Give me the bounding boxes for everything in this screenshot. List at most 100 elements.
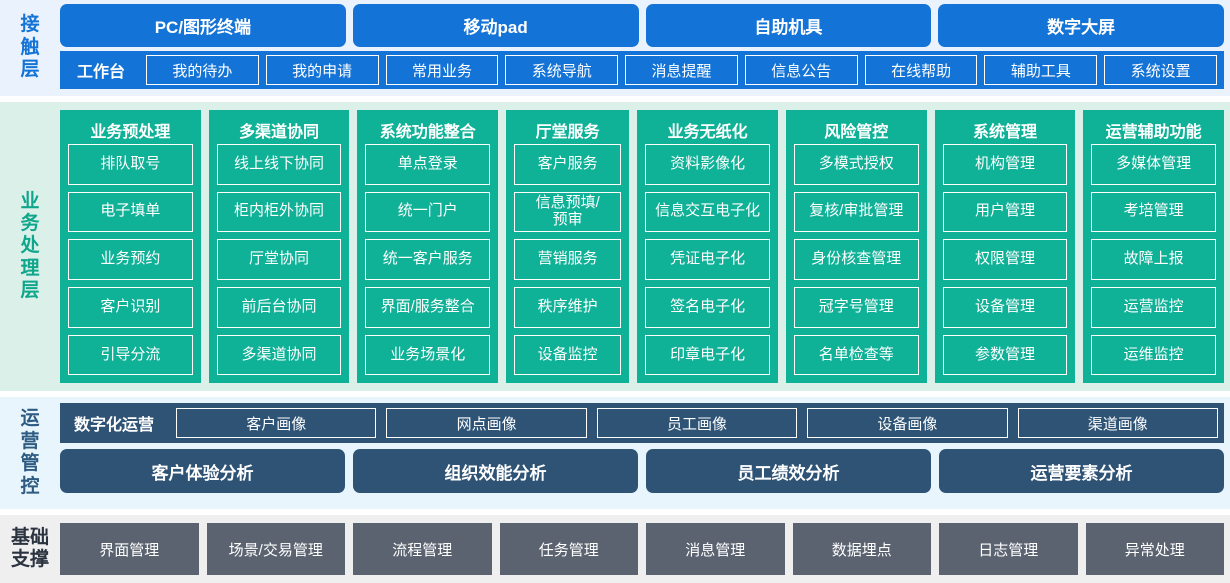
channel-pc[interactable]: PC/图形终端 [60, 4, 346, 47]
biz-item-signature-electronic[interactable]: 签名电子化 [645, 286, 770, 328]
channel-digital-screen[interactable]: 数字大屏 [938, 4, 1224, 47]
operations-layer-label-cell: 运营管控 [0, 403, 60, 503]
biz-item-unified-portal[interactable]: 统一门户 [365, 191, 491, 233]
biz-item-multimedia-management[interactable]: 多媒体管理 [1091, 143, 1217, 185]
biz-item-organization-management[interactable]: 机构管理 [942, 143, 1068, 185]
foundation-ui-management[interactable]: 界面管理 [60, 523, 199, 575]
biz-item-front-back-collaboration[interactable]: 前后台协同 [216, 286, 342, 328]
portrait-channel[interactable]: 渠道画像 [1017, 408, 1218, 439]
business-column-items: 单点登录 统一门户 统一客户服务 界面/服务整合 业务场景化 [365, 143, 491, 376]
biz-item-seal-electronic[interactable]: 印章电子化 [645, 334, 770, 376]
biz-item-identity-verification-management[interactable]: 身份核查管理 [793, 239, 919, 280]
biz-item-operation-monitoring[interactable]: 运营监控 [1091, 286, 1217, 328]
biz-item-single-sign-on[interactable]: 单点登录 [365, 143, 491, 185]
operations-layer: 运营管控 数字化运营 客户画像 网点画像 员工画像 设备画像 渠道画像 客户体验… [0, 397, 1230, 510]
analysis-customer-experience[interactable]: 客户体验分析 [60, 449, 345, 494]
biz-item-training-management[interactable]: 考培管理 [1091, 191, 1217, 233]
business-column-items: 客户服务 信息预填/ 预审 营销服务 秩序维护 设备监控 [514, 143, 622, 376]
business-layer: 业务处理层 业务预处理 排队取号 电子填单 业务预约 客户识别 引导分流 多渠道… [0, 101, 1230, 392]
biz-item-online-offline-collaboration[interactable]: 线上线下协同 [216, 143, 342, 185]
business-column-system-management: 系统管理 机构管理 用户管理 权限管理 设备管理 参数管理 [934, 109, 1076, 384]
chip-message-reminder[interactable]: 消息提醒 [625, 55, 738, 85]
foundation-scenario-transaction-management[interactable]: 场景/交易管理 [206, 523, 345, 575]
business-column-paperless: 业务无纸化 资料影像化 信息交互电子化 凭证电子化 签名电子化 印章电子化 [637, 109, 778, 384]
analysis-operation-factors[interactable]: 运营要素分析 [939, 449, 1224, 494]
operations-layer-body: 数字化运营 客户画像 网点画像 员工画像 设备画像 渠道画像 客户体验分析 组织… [60, 403, 1224, 503]
biz-item-lobby-collaboration[interactable]: 厅堂协同 [216, 239, 342, 280]
biz-item-customer-identification[interactable]: 客户识别 [68, 286, 193, 328]
biz-item-equipment-management[interactable]: 设备管理 [942, 286, 1068, 328]
foundation-layer-body: 界面管理 场景/交易管理 流程管理 任务管理 消息管理 数据埋点 日志管理 异常… [60, 523, 1224, 575]
biz-item-information-exchange-electronic[interactable]: 信息交互电子化 [645, 191, 770, 233]
business-column-title: 厅堂服务 [535, 123, 600, 141]
biz-item-multichannel-collaboration[interactable]: 多渠道协同 [216, 334, 342, 376]
channel-mobile-pad[interactable]: 移动pad [352, 4, 639, 47]
business-column-title: 系统管理 [972, 123, 1037, 141]
portrait-employee[interactable]: 员工画像 [596, 408, 798, 439]
business-layer-body: 业务预处理 排队取号 电子填单 业务预约 客户识别 引导分流 多渠道协同 线上线… [60, 109, 1225, 384]
biz-item-voucher-electronic[interactable]: 凭证电子化 [645, 239, 770, 280]
business-column-items: 多模式授权 复核/审批管理 身份核查管理 冠字号管理 名单检查等 [793, 143, 919, 376]
chip-online-help[interactable]: 在线帮助 [864, 55, 978, 85]
business-column-title: 多渠道协同 [239, 123, 320, 141]
channel-self-service[interactable]: 自助机具 [645, 4, 932, 47]
business-column-items: 排队取号 电子填单 业务预约 客户识别 引导分流 [68, 143, 193, 376]
foundation-layer-label: 基础支撑 [10, 527, 49, 571]
biz-item-banknote-serial-management[interactable]: 冠字号管理 [793, 286, 919, 328]
biz-item-business-appointment[interactable]: 业务预约 [68, 239, 193, 280]
foundation-process-management[interactable]: 流程管理 [353, 523, 492, 575]
layer-gap-3 [0, 509, 1230, 516]
chip-my-application[interactable]: 我的申请 [265, 55, 379, 85]
business-layer-label: 业务处理层 [20, 190, 40, 302]
digital-operations-bar: 数字化运营 客户画像 网点画像 员工画像 设备画像 渠道画像 [60, 403, 1224, 444]
biz-item-fault-reporting[interactable]: 故障上报 [1091, 239, 1217, 280]
biz-item-list-check[interactable]: 名单检查等 [793, 334, 919, 376]
business-column-title: 风险管控 [824, 123, 889, 141]
biz-item-device-monitoring[interactable]: 设备监控 [514, 334, 622, 376]
foundation-task-management[interactable]: 任务管理 [499, 523, 638, 575]
foundation-message-management[interactable]: 消息管理 [646, 523, 785, 575]
contact-layer-body: PC/图形终端 移动pad 自助机具 数字大屏 工作台 我的待办 我的申请 常用… [60, 4, 1224, 92]
business-column-items: 线上线下协同 柜内柜外协同 厅堂协同 前后台协同 多渠道协同 [216, 143, 342, 376]
chip-system-settings[interactable]: 系统设置 [1104, 55, 1218, 85]
biz-item-marketing-service[interactable]: 营销服务 [514, 239, 622, 280]
portrait-device[interactable]: 设备画像 [807, 408, 1008, 439]
biz-item-multimode-authorization[interactable]: 多模式授权 [793, 143, 919, 185]
chip-system-navigation[interactable]: 系统导航 [505, 55, 619, 85]
business-column-risk-control: 风险管控 多模式授权 复核/审批管理 身份核查管理 冠字号管理 名单检查等 [785, 109, 927, 384]
biz-item-customer-service[interactable]: 客户服务 [514, 143, 622, 185]
chip-common-business[interactable]: 常用业务 [385, 55, 499, 85]
biz-item-queue-number[interactable]: 排队取号 [68, 143, 193, 185]
biz-item-unified-customer-service[interactable]: 统一客户服务 [365, 239, 491, 280]
biz-item-order-maintenance[interactable]: 秩序维护 [514, 286, 622, 328]
portrait-branch[interactable]: 网点画像 [386, 408, 587, 439]
business-column-lobby-service: 厅堂服务 客户服务 信息预填/ 预审 营销服务 秩序维护 设备监控 [506, 109, 630, 384]
portrait-customer[interactable]: 客户画像 [176, 408, 377, 439]
biz-item-electronic-form[interactable]: 电子填单 [68, 191, 193, 233]
chip-auxiliary-tools[interactable]: 辅助工具 [984, 55, 1098, 85]
biz-item-counter-collaboration[interactable]: 柜内柜外协同 [216, 191, 342, 233]
biz-item-maintenance-monitoring[interactable]: 运维监控 [1091, 334, 1217, 376]
foundation-exception-handling[interactable]: 异常处理 [1085, 523, 1224, 575]
biz-item-permission-management[interactable]: 权限管理 [942, 239, 1068, 280]
chip-information-bulletin[interactable]: 信息公告 [744, 55, 858, 85]
analysis-organizational-efficiency[interactable]: 组织效能分析 [353, 449, 638, 494]
biz-item-user-management[interactable]: 用户管理 [942, 191, 1068, 233]
biz-item-ui-service-integration[interactable]: 界面/服务整合 [365, 286, 491, 328]
layer-gap-2 [0, 391, 1230, 398]
biz-item-guidance-diversion[interactable]: 引导分流 [68, 334, 193, 376]
contact-layer: 接触层 PC/图形终端 移动pad 自助机具 数字大屏 工作台 我的待办 我的申… [0, 0, 1230, 96]
biz-item-review-approval-management[interactable]: 复核/审批管理 [793, 191, 919, 233]
business-column-items: 机构管理 用户管理 权限管理 设备管理 参数管理 [942, 143, 1068, 376]
business-column-title: 运营辅助功能 [1105, 123, 1202, 141]
chip-my-todo[interactable]: 我的待办 [146, 55, 259, 85]
analysis-employee-performance[interactable]: 员工绩效分析 [646, 449, 931, 494]
biz-item-business-scenario[interactable]: 业务场景化 [365, 334, 491, 376]
foundation-data-tracking[interactable]: 数据埋点 [792, 523, 931, 575]
business-column-title: 系统功能整合 [379, 123, 476, 141]
biz-item-parameter-management[interactable]: 参数管理 [942, 334, 1068, 376]
biz-item-material-imaging[interactable]: 资料影像化 [645, 143, 770, 185]
biz-item-pre-fill-pre-review[interactable]: 信息预填/ 预审 [514, 191, 622, 233]
foundation-log-management[interactable]: 日志管理 [939, 523, 1078, 575]
